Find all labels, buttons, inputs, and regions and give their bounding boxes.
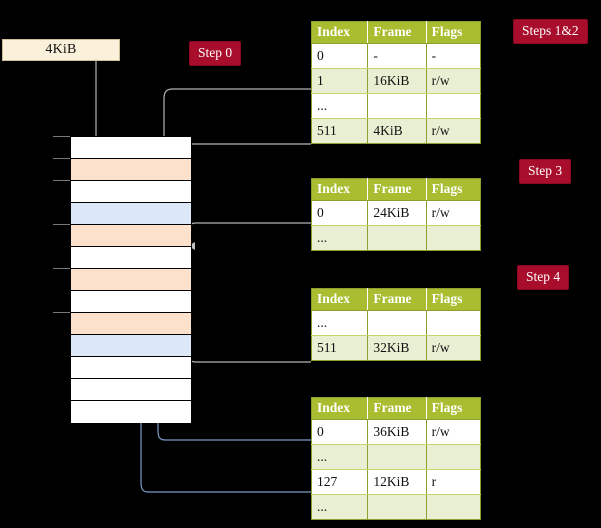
column-header-index: Index bbox=[311, 178, 369, 201]
table-row: ... bbox=[311, 93, 481, 119]
memory-tick-mark bbox=[53, 224, 71, 225]
table-cell-frame: 32KiB bbox=[367, 335, 427, 361]
table-cell-flags: r/w bbox=[426, 200, 481, 226]
table-cell-index: 127 bbox=[311, 469, 369, 495]
column-header-frame: Frame bbox=[367, 397, 427, 420]
table-cell-flags bbox=[426, 93, 481, 119]
table-cell-flags: r/w bbox=[426, 68, 481, 94]
column-header-index: Index bbox=[311, 397, 369, 420]
table-cell-flags: - bbox=[426, 43, 481, 69]
table-cell-frame: 16KiB bbox=[367, 68, 427, 94]
table-row: ... bbox=[311, 310, 481, 336]
memory-tick-mark bbox=[53, 180, 71, 181]
badge-step-3: Step 3 bbox=[519, 159, 572, 184]
table-cell-frame bbox=[367, 93, 427, 119]
column-header-flags: Flags bbox=[426, 178, 481, 201]
memory-frame-row bbox=[71, 159, 191, 181]
table-cell-frame bbox=[367, 444, 427, 470]
memory-frame-row bbox=[71, 247, 191, 269]
table-row: ... bbox=[311, 494, 481, 520]
table-cell-index: ... bbox=[311, 444, 369, 470]
memory-tick-mark bbox=[53, 312, 71, 313]
memory-frame-row bbox=[71, 357, 191, 379]
table-cell-frame: 12KiB bbox=[367, 469, 427, 495]
table-cell-index: 511 bbox=[311, 118, 369, 144]
table-cell-flags: r/w bbox=[426, 118, 481, 144]
table-row: 0-- bbox=[311, 43, 481, 69]
wire-step4 bbox=[181, 314, 311, 363]
memory-frame-row bbox=[71, 137, 191, 159]
table-cell-flags: r bbox=[426, 469, 481, 495]
virtual-page-label: 4KiB bbox=[45, 42, 77, 57]
memory-frame-row bbox=[71, 313, 191, 335]
badge-step-0: Step 0 bbox=[189, 41, 242, 66]
memory-frame-row bbox=[71, 225, 191, 247]
table-cell-frame bbox=[367, 225, 427, 251]
physical-memory-column bbox=[70, 136, 192, 423]
table-cell-index: 1 bbox=[311, 68, 369, 94]
table-cell-frame bbox=[367, 310, 427, 336]
table-cell-index: 511 bbox=[311, 335, 369, 361]
memory-frame-row bbox=[71, 335, 191, 357]
memory-frame-row bbox=[71, 269, 191, 291]
table-cell-flags bbox=[426, 494, 481, 520]
column-header-frame: Frame bbox=[367, 178, 427, 201]
table-cell-index: ... bbox=[311, 93, 369, 119]
table-cell-frame: 36KiB bbox=[367, 419, 427, 445]
table-cell-frame: - bbox=[367, 43, 427, 69]
table-cell-index: 0 bbox=[311, 200, 369, 226]
column-header-frame: Frame bbox=[367, 21, 427, 44]
table-cell-index: ... bbox=[311, 494, 369, 520]
table-cell-frame bbox=[367, 494, 427, 520]
table-cell-index: 0 bbox=[311, 419, 369, 445]
table-cell-frame: 4KiB bbox=[367, 118, 427, 144]
memory-frame-row bbox=[71, 181, 191, 203]
table-row: ... bbox=[311, 225, 481, 251]
virtual-page-box: 4KiB bbox=[2, 39, 120, 61]
table-cell-frame: 24KiB bbox=[367, 200, 427, 226]
memory-frame-row bbox=[71, 203, 191, 225]
table-cell-flags: r/w bbox=[426, 335, 481, 361]
column-header-frame: Frame bbox=[367, 288, 427, 311]
memory-tick-mark bbox=[53, 158, 71, 159]
column-header-flags: Flags bbox=[426, 397, 481, 420]
table-cell-index: ... bbox=[311, 225, 369, 251]
memory-frame-row bbox=[71, 401, 191, 423]
column-header-flags: Flags bbox=[426, 21, 481, 44]
column-header-index: Index bbox=[311, 21, 369, 44]
table-cell-flags bbox=[426, 444, 481, 470]
wire-step3 bbox=[187, 222, 311, 250]
column-header-flags: Flags bbox=[426, 288, 481, 311]
table-cell-index: 0 bbox=[311, 43, 369, 69]
table-cell-flags bbox=[426, 310, 481, 336]
column-header-index: Index bbox=[311, 288, 369, 311]
memory-frame-row bbox=[71, 291, 191, 313]
memory-tick-mark bbox=[53, 268, 71, 269]
memory-frame-row bbox=[71, 379, 191, 401]
table-cell-flags bbox=[426, 225, 481, 251]
table-cell-index: ... bbox=[311, 310, 369, 336]
badge-step-4: Step 4 bbox=[517, 265, 570, 290]
badge-steps-1-2: Steps 1&2 bbox=[513, 19, 588, 44]
table-row: ... bbox=[311, 444, 481, 470]
memory-tick-mark bbox=[53, 136, 71, 137]
table-cell-flags: r/w bbox=[426, 419, 481, 445]
